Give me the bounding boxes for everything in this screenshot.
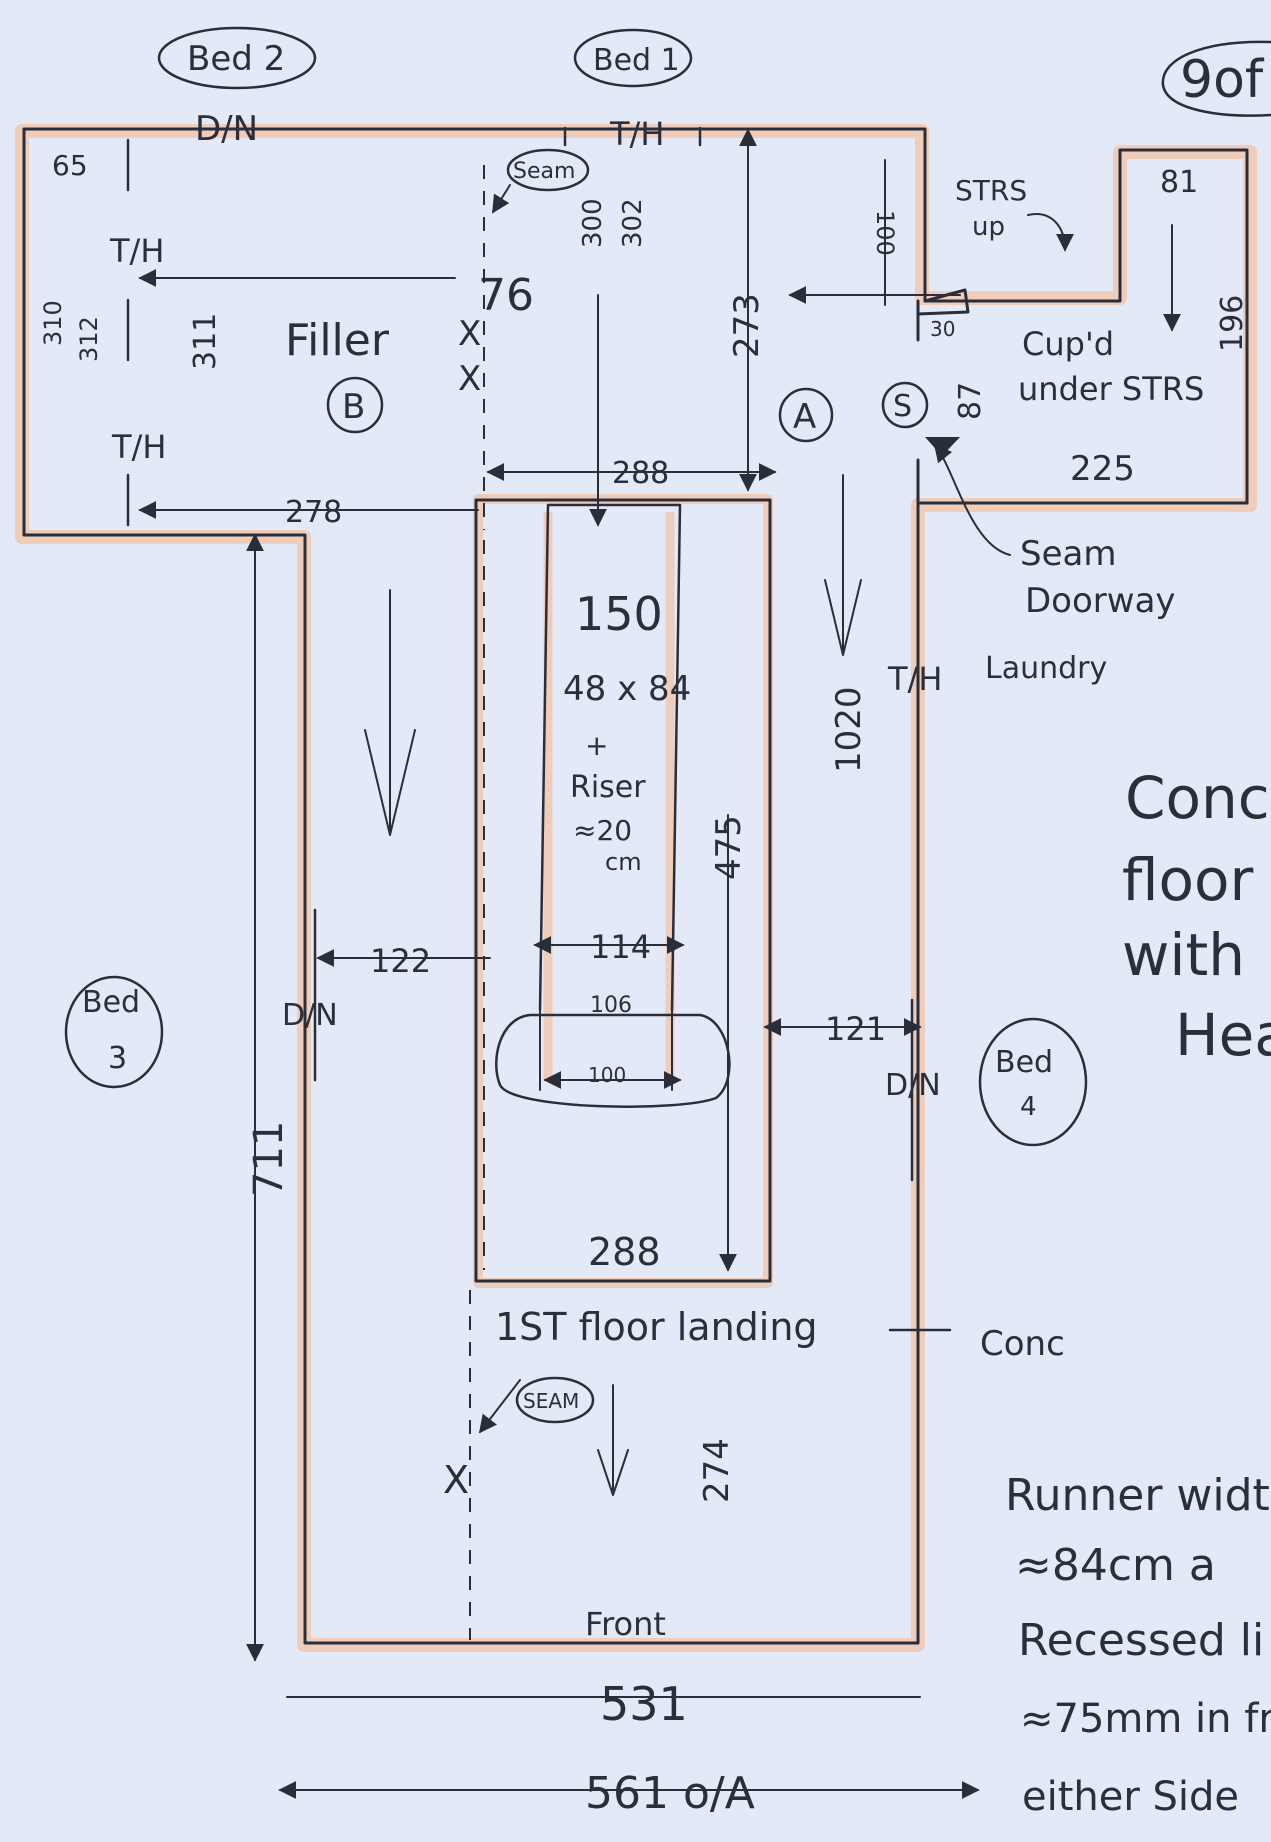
note-riser-1: +: [585, 729, 608, 762]
note-concrete-1: Concre: [1125, 764, 1271, 832]
room-bed2-label: Bed 2: [187, 39, 285, 79]
door-marks: [126, 126, 952, 1332]
door-dn-right: D/N: [885, 1068, 941, 1103]
corner-note: 9of: [1180, 50, 1265, 110]
dim-106: 106: [590, 993, 632, 1018]
note-cupboard-1: Cup'd: [1022, 325, 1114, 363]
bed2-circle: [157, 26, 317, 90]
zone-s-label: S: [893, 389, 912, 424]
room-bed4-label-line1: Bed: [995, 1045, 1053, 1080]
bed4-circle: [978, 1017, 1088, 1147]
door-th-left1: T/H: [109, 232, 164, 270]
dim-312: 312: [75, 316, 103, 362]
dim-288-bottom: 288: [588, 1230, 661, 1274]
dim-87: 87: [953, 382, 988, 420]
stair-flight: [538, 503, 682, 1012]
note-front: Front: [585, 1605, 666, 1643]
door-th-right: T/H: [887, 660, 942, 698]
note-runner-5: either Side: [1022, 1774, 1239, 1820]
runner-highlight: [543, 512, 675, 1080]
bottom-step: [495, 1013, 731, 1108]
note-stairs-2: up: [972, 212, 1005, 242]
dim-225: 225: [1070, 449, 1135, 489]
dim-196: 196: [1215, 295, 1250, 352]
dim-311: 311: [188, 313, 223, 370]
zone-s-circle: [881, 381, 929, 429]
door-dn-top: D/N: [195, 109, 258, 149]
note-riser-2: Riser: [570, 770, 646, 805]
zone-a-label: A: [793, 397, 816, 437]
note-seam-doorway-2: Doorway: [1025, 581, 1176, 621]
dim-288-top: 288: [612, 456, 669, 491]
room-bed3-label-line2: 3: [108, 1041, 127, 1076]
bed1-circle: [573, 28, 693, 88]
dim-475: 475: [709, 815, 749, 880]
note-stairs-1: STRS: [955, 174, 1027, 207]
dim-278: 278: [285, 495, 342, 530]
note-runner-3: Recessed li: [1018, 1615, 1264, 1666]
stairwell-void: [474, 498, 772, 1283]
dim-65: 65: [52, 149, 88, 182]
corner-note-circle: [1161, 40, 1271, 117]
dim-273: 273: [727, 293, 767, 358]
room-bed1-label: Bed 1: [593, 43, 680, 78]
dim-711: 711: [246, 1121, 292, 1197]
dim-531: 531: [600, 1677, 688, 1731]
dim-100: 100: [871, 210, 899, 256]
note-conc: Conc: [980, 1324, 1065, 1364]
note-riser-4: cm: [605, 848, 642, 876]
dim-150: 150: [575, 587, 663, 641]
bed3-circle: [64, 975, 164, 1089]
note-filler: Filler: [285, 315, 390, 366]
door-dn-left: D/N: [282, 998, 338, 1033]
note-concrete-4: Hea: [1175, 1001, 1271, 1069]
dim-114: 114: [590, 928, 651, 966]
dim-30: 30: [930, 317, 955, 341]
note-runner-2: ≈84cm a: [1015, 1540, 1216, 1591]
dim-561: 561 o/A: [585, 1768, 755, 1819]
note-landing: 1ST floor landing: [495, 1305, 818, 1349]
dim-274: 274: [697, 1438, 737, 1503]
seam-mark-x2: X: [458, 359, 481, 399]
note-riser-3: ≈20: [573, 814, 632, 847]
doorway-marker-icon: [925, 437, 960, 456]
note-cupboard-2: under STRS: [1018, 370, 1204, 408]
room-bed3-label-line1: Bed: [82, 985, 140, 1020]
seam-mark-x3: X: [443, 1458, 469, 1502]
dim-100-small: 100: [588, 1063, 626, 1087]
zone-a-circle: [778, 387, 834, 443]
note-laundry: Laundry: [985, 651, 1107, 686]
note-concrete-2: floor: [1122, 846, 1254, 914]
note-seam-top: Seam: [513, 159, 575, 184]
room-bed4-label-line2: 4: [1020, 1092, 1037, 1122]
note-seam-bottom: SEAM: [523, 1389, 579, 1413]
dim-122: 122: [370, 942, 431, 980]
seam-bottom-circle: [515, 1376, 595, 1424]
dim-302: 302: [618, 198, 648, 248]
zone-b-label: B: [342, 387, 365, 427]
dim-81: 81: [1160, 165, 1198, 200]
dim-121: 121: [825, 1010, 886, 1048]
dim-48x84: 48 x 84: [563, 669, 691, 709]
dimension-lines: [138, 128, 1181, 1799]
dim-310: 310: [39, 300, 67, 346]
seam-mark-x1: X: [458, 314, 481, 354]
door-th-top: T/H: [609, 115, 664, 153]
dim-1020: 1020: [829, 686, 869, 773]
dim-76: 76: [478, 270, 534, 321]
zone-b-circle: [326, 376, 384, 434]
note-runner-4: ≈75mm in fr: [1020, 1696, 1271, 1742]
note-concrete-3: with: [1122, 921, 1245, 989]
note-seam-doorway-1: Seam: [1020, 534, 1116, 574]
note-runner-1: Runner width: [1005, 1470, 1271, 1521]
dim-300: 300: [578, 198, 608, 248]
door-th-left2: T/H: [111, 428, 166, 466]
seam-top-circle: [506, 148, 590, 192]
